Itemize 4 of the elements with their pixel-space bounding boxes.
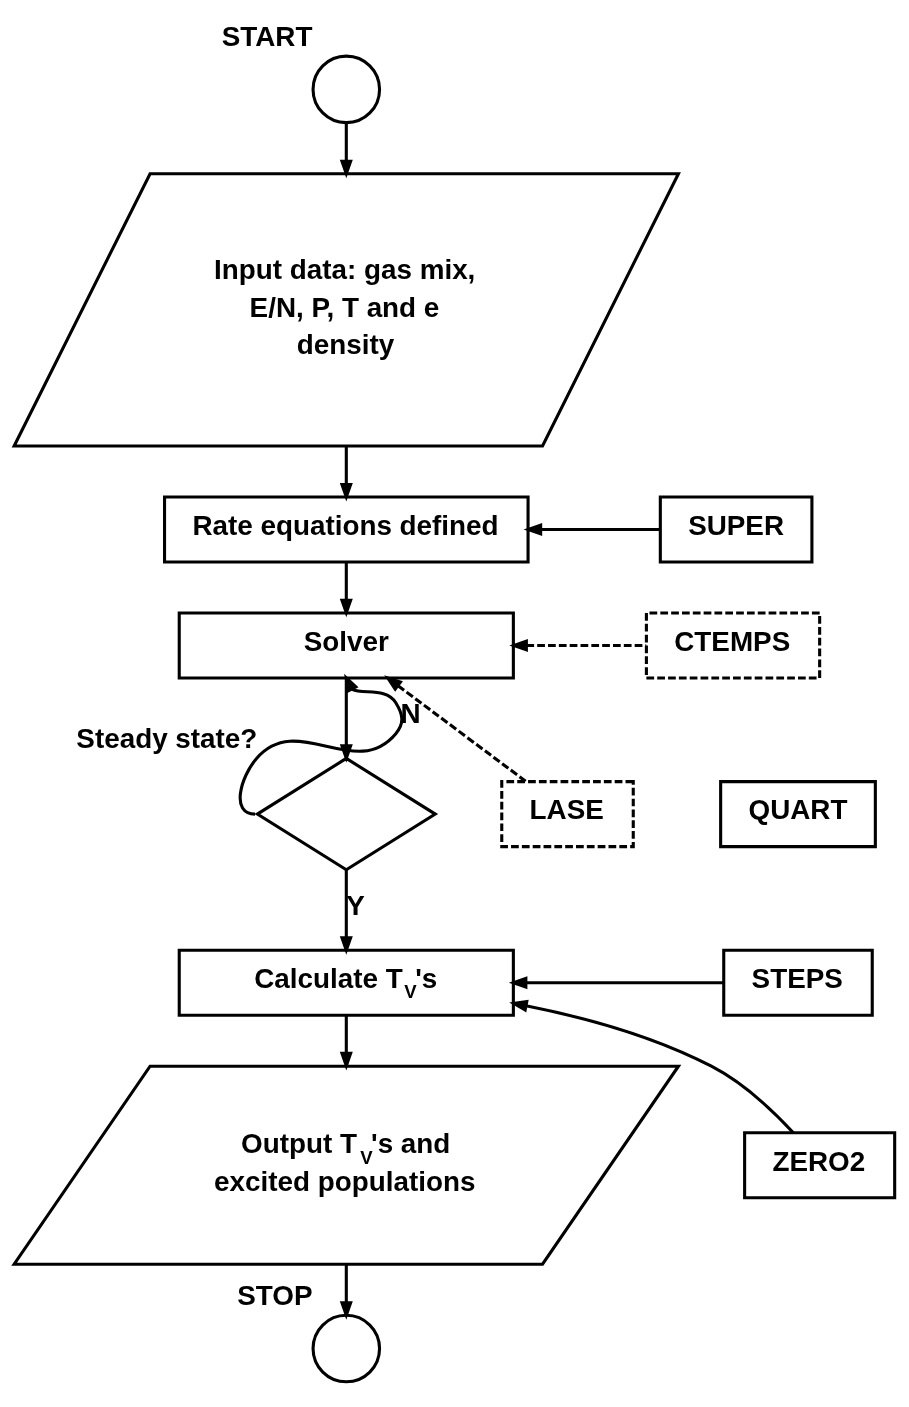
node-label: Steady state? xyxy=(76,723,258,755)
node-label: START xyxy=(221,20,313,52)
node-label: STOP xyxy=(237,1280,313,1312)
edge-label: N xyxy=(400,698,421,730)
